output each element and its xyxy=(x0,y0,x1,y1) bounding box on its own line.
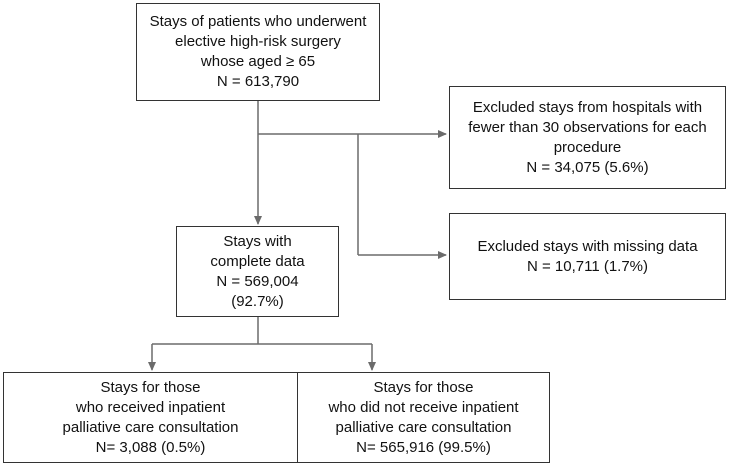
box-excluded-missing-text: Excluded stays with missing data N = 10,… xyxy=(477,237,698,275)
box-palliative-received-text: Stays for those who received inpatient p… xyxy=(62,378,239,456)
box-palliative-not-received: Stays for those who did not receive inpa… xyxy=(297,372,550,463)
box-complete-data-text: Stays with complete data N = 569,004 (92… xyxy=(210,232,305,310)
box-palliative-received: Stays for those who received inpatient p… xyxy=(3,372,298,463)
box-excluded-missing: Excluded stays with missing data N = 10,… xyxy=(449,213,726,300)
box-excluded-hospitals: Excluded stays from hospitals with fewer… xyxy=(449,86,726,189)
box-initial-cohort: Stays of patients who underwent elective… xyxy=(136,3,380,101)
box-excluded-hospitals-text: Excluded stays from hospitals with fewer… xyxy=(468,98,707,176)
box-initial-text: Stays of patients who underwent elective… xyxy=(149,13,367,90)
box-complete-data: Stays with complete data N = 569,004 (92… xyxy=(176,226,339,317)
box-palliative-not-received-text: Stays for those who did not receive inpa… xyxy=(328,378,519,456)
